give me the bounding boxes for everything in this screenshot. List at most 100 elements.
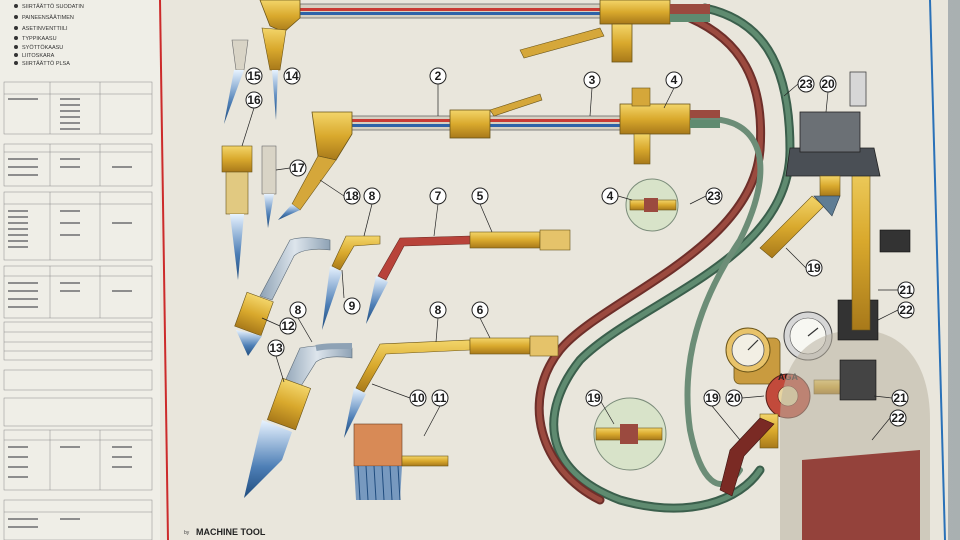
callout-21-b: 21 [873, 389, 909, 407]
gas-hoses [534, 3, 795, 513]
footer-prefix: by [184, 530, 190, 536]
torch-6-8 [344, 335, 559, 438]
torch-7-5 [366, 229, 571, 324]
callout-20-gauge: 20 [725, 389, 765, 407]
callout-label: 10 [411, 391, 425, 405]
callout-8-b: 8 [289, 301, 313, 343]
legend-item-3: TYPPIKAASU [14, 36, 57, 42]
welding-torch-middle [278, 87, 720, 220]
callout-label: 4 [671, 73, 678, 87]
inset-detail-4 [625, 178, 679, 232]
callout-6: 6 [471, 301, 491, 339]
callout-label: 2 [435, 69, 442, 83]
callout-7: 7 [429, 187, 447, 237]
legend-text: SYÖTTÖKAASU [22, 44, 63, 51]
inset-detail-19 [593, 397, 667, 471]
callout-label: 9 [349, 299, 356, 313]
callout-label: 19 [705, 391, 719, 405]
callout-label: 16 [247, 93, 261, 107]
footer-brand: MACHINE TOOL [196, 527, 266, 537]
legend-item-4: SYÖTTÖKAASU [14, 44, 63, 51]
callout-label: 6 [477, 303, 484, 317]
table-text-rows [8, 98, 132, 528]
legend-text: SIIRTÄÄTTÖ SUODATIN [22, 3, 84, 10]
nozzle-12 [234, 237, 331, 356]
callout-2: 2 [429, 67, 447, 116]
gas-cylinder [780, 149, 930, 540]
callout-22-b: 22 [871, 409, 907, 441]
callout-label: 22 [899, 303, 913, 317]
callout-label: 13 [269, 341, 283, 355]
callout-label: 21 [899, 283, 913, 297]
pipe-segment-13 [315, 343, 353, 351]
callout-label: 18 [345, 189, 359, 203]
callout-23-top: 23 [783, 75, 815, 97]
nozzle-8-9 [322, 235, 381, 330]
nozzle-13 [244, 345, 353, 498]
legend-item-2: ASETINVENTTIILI [14, 26, 68, 32]
legend-item-5: LIITOSKARA [14, 53, 55, 59]
callout-label: 20 [821, 77, 835, 91]
blue-edge-line [929, 0, 946, 540]
callout-label: 19 [807, 261, 821, 275]
callout-8-a: 8 [363, 187, 381, 237]
callout-18: 18 [319, 179, 361, 205]
callout-4-top: 4 [663, 71, 683, 109]
callout-11: 11 [423, 389, 449, 437]
callout-label: 22 [891, 411, 905, 425]
callout-8-c: 8 [429, 301, 447, 343]
callout-12: 12 [261, 317, 297, 335]
nozzle-16-17 [221, 145, 277, 280]
callout-label: 23 [799, 77, 813, 91]
callout-label: 20 [727, 391, 741, 405]
callout-label: 4 [607, 189, 614, 203]
callout-15: 15 [245, 67, 263, 85]
callouts: 2 3 4 4 5 6 7 8 8 8 9 10 11 12 13 14 15 … [241, 67, 915, 441]
callout-20-top: 20 [819, 75, 837, 113]
callout-label: 7 [435, 189, 442, 203]
legend-item-0: SIIRTÄÄTTÖ SUODATIN [14, 3, 84, 10]
legend-text: ASETINVENTTIILI [22, 26, 68, 32]
callout-22-a: 22 [877, 301, 915, 321]
poster-footer: by MACHINE TOOL [184, 527, 266, 537]
callout-label: 23 [707, 189, 721, 203]
legend-text: LIITOSKARA [22, 53, 55, 59]
legend-item-6: SIIRTÄÄTTÖ PLSA [14, 60, 70, 67]
callout-label: 5 [477, 189, 484, 203]
callout-19-hose: 19 [703, 389, 741, 441]
callout-label: 21 [893, 391, 907, 405]
poster-left-panel [0, 0, 160, 540]
legend-item-1: PAINEENSÄÄTIMEN [14, 14, 74, 21]
callout-16: 16 [241, 91, 263, 147]
cutting-torch-top [259, 0, 710, 63]
callout-5: 5 [471, 187, 493, 233]
callout-label: 3 [589, 73, 596, 87]
callout-4-inset: 4 [601, 187, 633, 205]
callout-10: 10 [371, 383, 427, 407]
legend-text: PAINEENSÄÄTIMEN [22, 14, 74, 21]
callout-label: 15 [247, 69, 261, 83]
callout-label: 11 [434, 391, 447, 405]
callout-label: 8 [369, 189, 376, 203]
nozzle-14-15 [224, 27, 287, 124]
legend-list: SIIRTÄÄTTÖ SUODATIN PAINEENSÄÄTIMEN ASET… [14, 3, 84, 67]
heating-burner-11 [353, 423, 449, 501]
callout-label: 14 [285, 69, 299, 83]
legend-text: TYPPIKAASU [22, 36, 57, 42]
callout-21-a: 21 [878, 281, 915, 299]
callout-label: 12 [281, 319, 295, 333]
callout-9: 9 [341, 269, 361, 315]
callout-label: 17 [291, 161, 305, 175]
cylinder-regulator-20 [759, 71, 911, 259]
callout-19-right: 19 [785, 247, 823, 277]
data-tables [3, 81, 153, 540]
callout-label: 8 [295, 303, 302, 317]
callout-label: 19 [587, 391, 601, 405]
callout-17: 17 [275, 159, 307, 177]
callout-label: 8 [435, 303, 442, 317]
callout-14: 14 [283, 67, 301, 85]
callout-23-mid: 23 [689, 187, 723, 205]
callout-13: 13 [267, 339, 285, 383]
callout-3: 3 [583, 71, 601, 117]
